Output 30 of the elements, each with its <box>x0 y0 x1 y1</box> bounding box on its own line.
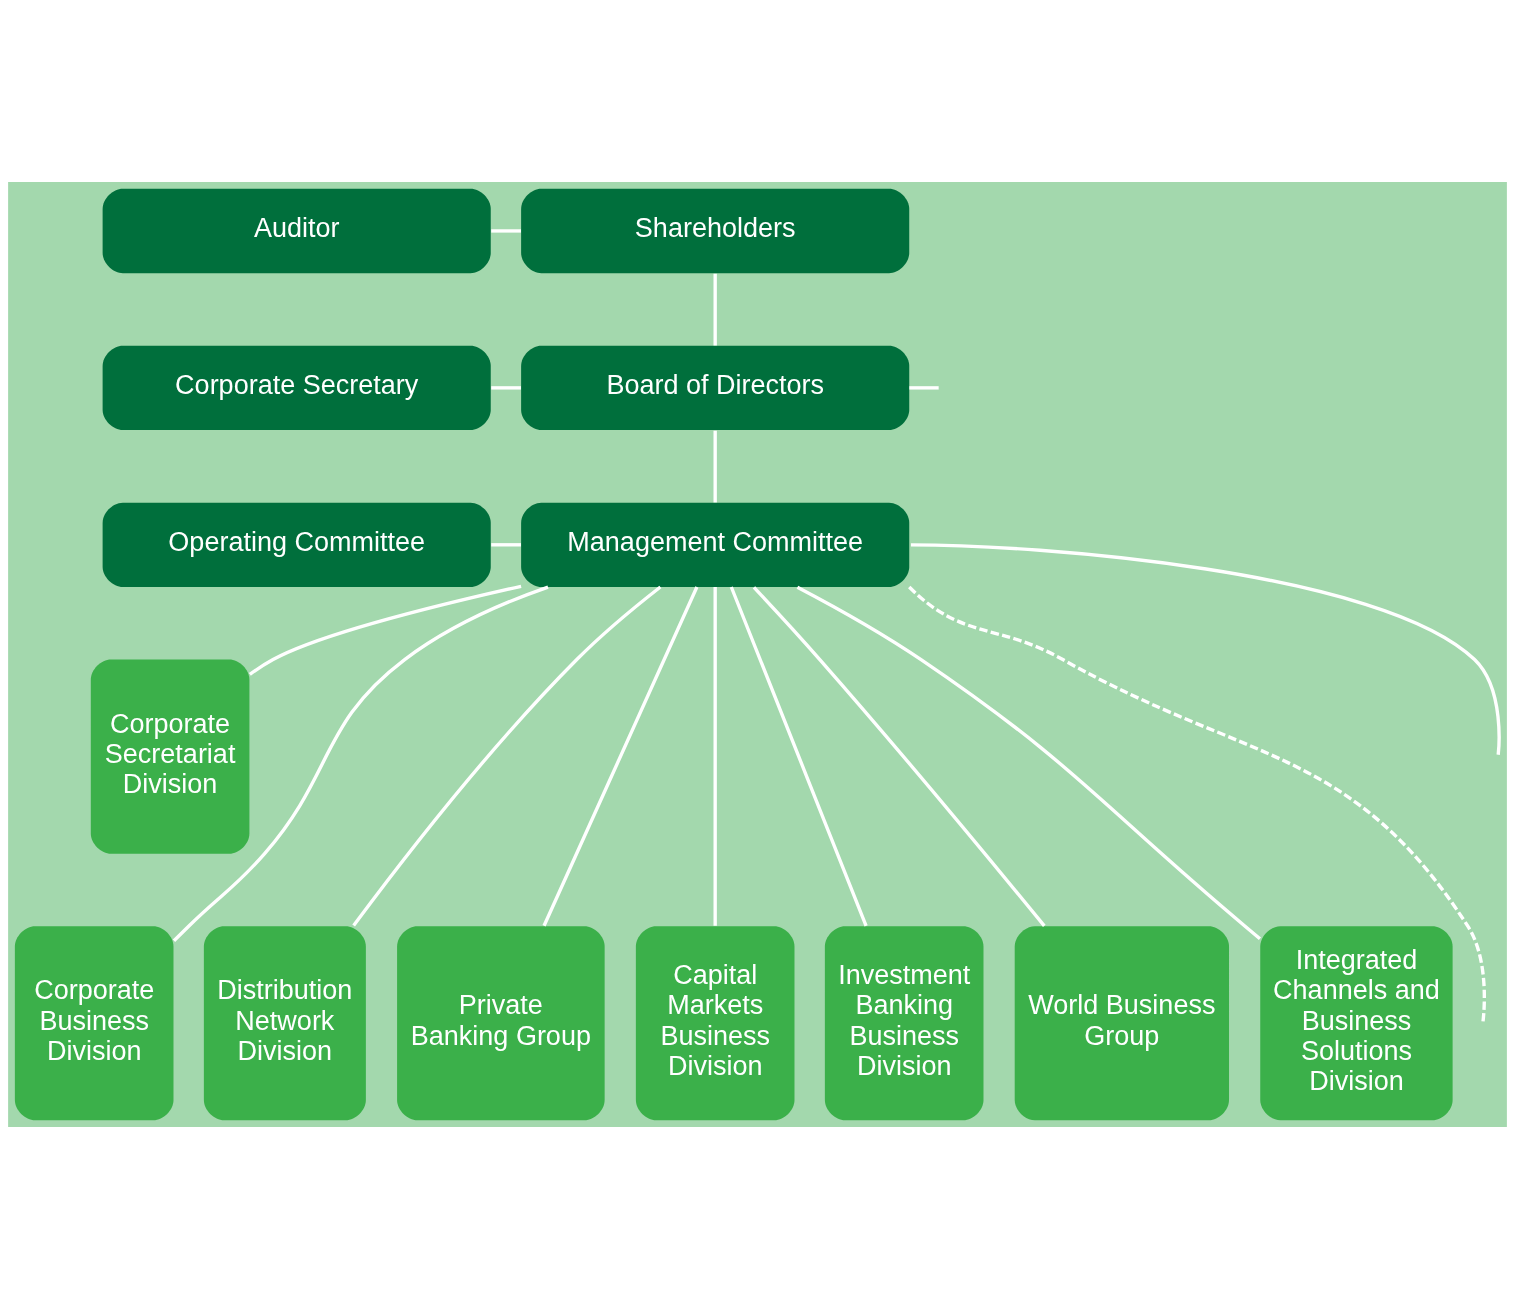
node-box: Private Banking Group <box>397 925 605 1120</box>
node-box: Corporate Secretary <box>102 345 491 430</box>
node-box: Board of Directors <box>521 345 910 430</box>
connector <box>752 585 1046 927</box>
node-box: Capital Markets Business Division <box>635 925 795 1120</box>
connector <box>910 542 1501 755</box>
connector <box>491 385 521 390</box>
node-box: Corporate Business Division <box>14 925 174 1120</box>
connector <box>796 585 1262 940</box>
node-box: World Business Group <box>1014 925 1229 1120</box>
connector <box>172 584 549 942</box>
node-box: Distribution Network Division <box>203 925 366 1120</box>
connector <box>713 430 717 502</box>
connector <box>908 585 1486 1021</box>
connector <box>542 585 699 926</box>
connector <box>729 585 868 926</box>
connector <box>909 385 939 390</box>
node-box: Operating Committee <box>102 502 491 587</box>
node-box: Management Committee <box>521 502 910 587</box>
connector <box>248 584 522 676</box>
connector <box>491 228 521 233</box>
node-box: Integrated Channels and Business Solutions Division <box>1260 925 1453 1120</box>
connector <box>352 585 662 927</box>
node-box: Shareholders <box>521 188 910 273</box>
node-box: Auditor <box>102 188 491 273</box>
connector <box>713 273 717 345</box>
node-box: Corporate Secretariat Division <box>90 659 250 854</box>
connector <box>713 586 717 926</box>
node-box: Investment Banking Business Division <box>824 925 984 1120</box>
connector <box>491 542 521 546</box>
